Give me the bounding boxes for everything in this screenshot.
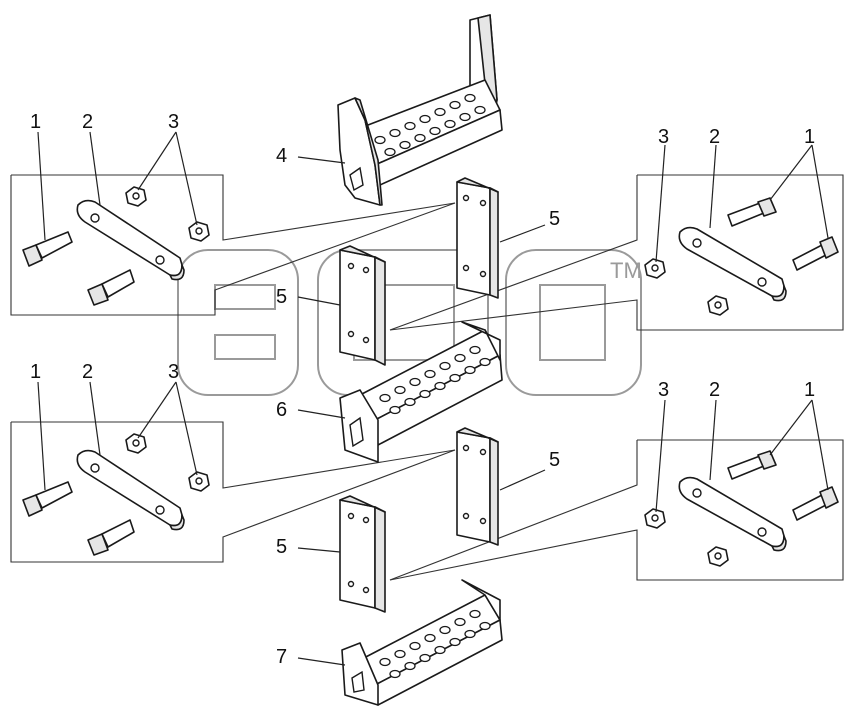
callout-labels: 1 2 3 4 5 5 3 2 1 1 2 3 6 5 5 3 2 1 7 bbox=[30, 111, 815, 668]
nut-part-3 bbox=[188, 221, 210, 242]
leader-lines bbox=[37, 131, 829, 666]
callout-3: 3 bbox=[168, 361, 179, 383]
bolt-part-1 bbox=[87, 269, 135, 306]
callout-4: 4 bbox=[276, 145, 287, 167]
kit-bottom-right-hardware bbox=[644, 450, 839, 567]
callout-5: 5 bbox=[549, 208, 560, 230]
callout-3: 3 bbox=[658, 126, 669, 148]
callout-2: 2 bbox=[82, 361, 93, 383]
link-plate-part-2 bbox=[76, 449, 185, 531]
kit-top-right-hardware bbox=[644, 197, 839, 316]
plate-part-5-upper-right bbox=[456, 177, 499, 299]
step-part-6 bbox=[339, 321, 503, 463]
nut-part-3 bbox=[188, 471, 210, 492]
kit-box-bottom-right bbox=[389, 439, 844, 581]
callout-2: 2 bbox=[82, 111, 93, 133]
nut-part-3 bbox=[707, 295, 729, 316]
callout-3: 3 bbox=[168, 111, 179, 133]
nut-part-3 bbox=[125, 186, 147, 207]
callout-3: 3 bbox=[658, 379, 669, 401]
plate-part-5-lower-right bbox=[456, 427, 499, 546]
callout-1: 1 bbox=[30, 111, 41, 133]
kit-box-bottom-left bbox=[10, 421, 456, 563]
plate-part-5-lower-left bbox=[339, 495, 386, 613]
callout-5: 5 bbox=[276, 286, 287, 308]
callout-6: 6 bbox=[276, 399, 287, 421]
trademark-mark: TM bbox=[610, 258, 642, 283]
callout-7: 7 bbox=[276, 646, 287, 668]
kit-box-top-right bbox=[389, 174, 844, 331]
bolt-part-1 bbox=[727, 450, 777, 480]
kit-box-top-left bbox=[10, 174, 456, 316]
callout-5: 5 bbox=[276, 536, 287, 558]
kit-bottom-left-hardware bbox=[22, 433, 210, 556]
callout-2: 2 bbox=[709, 126, 720, 148]
step-bracket-part-4 bbox=[337, 14, 503, 206]
callout-1: 1 bbox=[804, 126, 815, 148]
nut-part-3 bbox=[644, 508, 666, 529]
bolt-part-1 bbox=[22, 231, 73, 267]
callout-1: 1 bbox=[804, 379, 815, 401]
link-plate-part-2 bbox=[678, 476, 787, 552]
step-part-7 bbox=[341, 579, 503, 706]
bolt-part-1 bbox=[727, 197, 777, 227]
bolt-part-1 bbox=[22, 481, 73, 517]
nut-part-3 bbox=[644, 258, 666, 279]
bolt-part-1 bbox=[792, 486, 839, 521]
callout-1: 1 bbox=[30, 361, 41, 383]
nut-part-3 bbox=[125, 433, 147, 454]
link-plate-part-2 bbox=[678, 226, 787, 302]
link-plate-part-2 bbox=[76, 199, 185, 281]
plate-part-5-upper-left bbox=[339, 245, 386, 366]
bolt-part-1 bbox=[792, 236, 839, 271]
kit-top-left-hardware bbox=[22, 186, 210, 306]
callout-5: 5 bbox=[549, 449, 560, 471]
callout-2: 2 bbox=[709, 379, 720, 401]
nut-part-3 bbox=[707, 546, 729, 567]
bolt-part-1 bbox=[87, 519, 135, 556]
